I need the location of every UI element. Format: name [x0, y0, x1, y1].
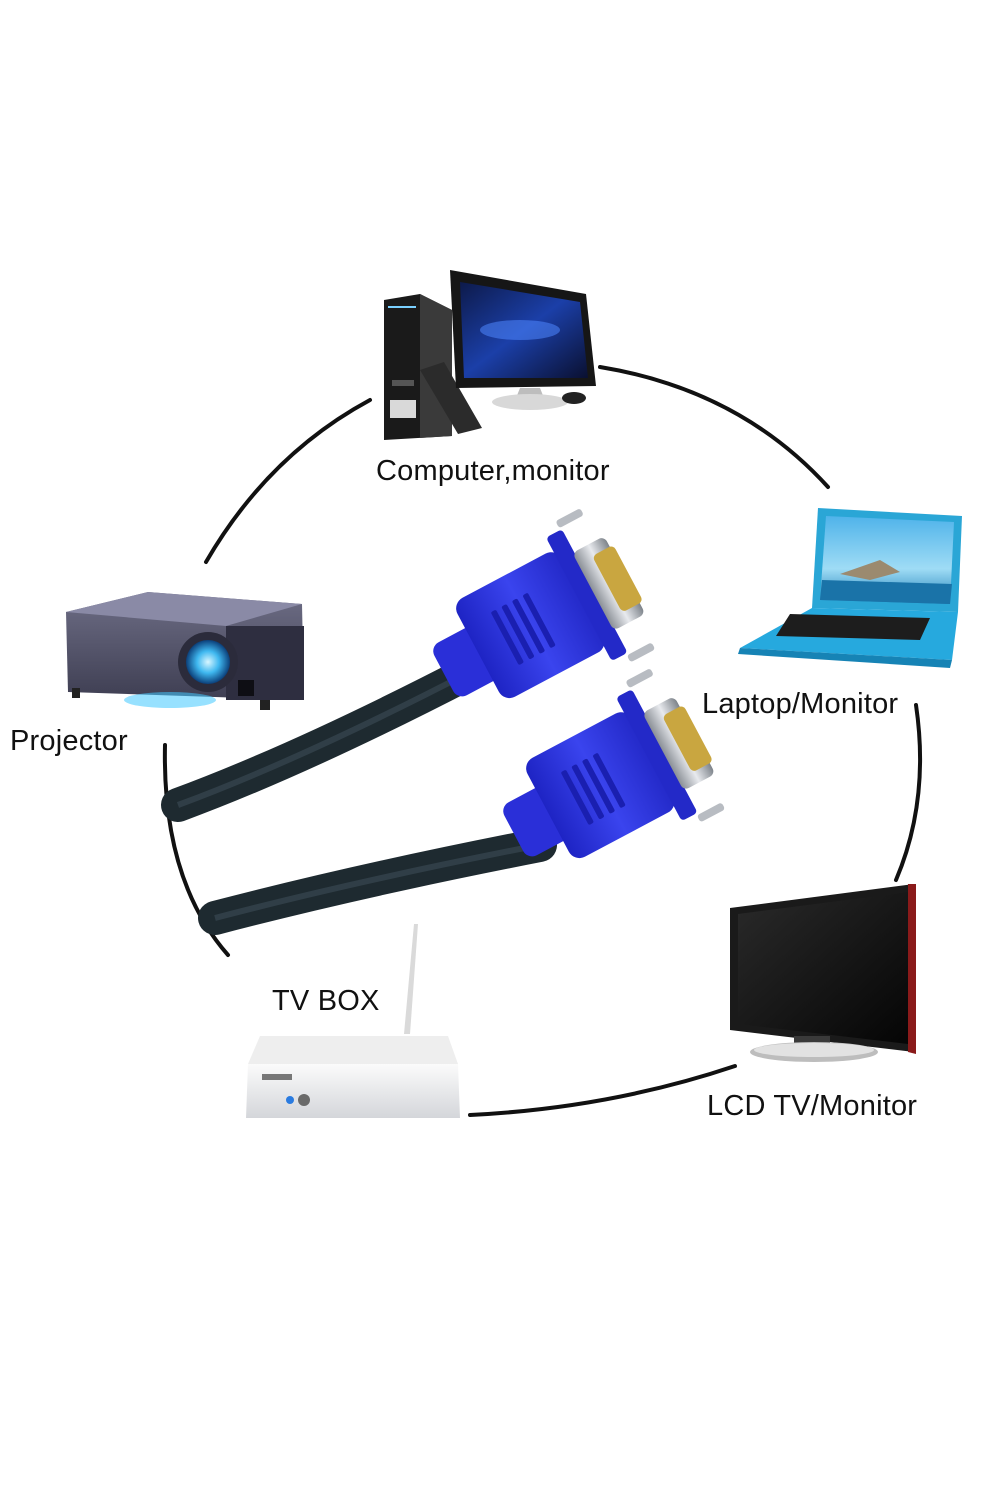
vga-connector-icon: [433, 509, 655, 699]
ring-arc-left: [162, 743, 230, 957]
label-tv-box: TV BOX: [272, 985, 380, 1017]
lcd-tv-icon: [730, 884, 916, 1062]
ring-arc-bottom-right: [468, 1064, 737, 1117]
tv-box-icon: [246, 924, 460, 1118]
vga-cable-group: [161, 655, 557, 935]
desktop-computer-icon: [384, 270, 596, 440]
label-lcd-tv-monitor: LCD TV/Monitor: [707, 1090, 918, 1122]
projector-icon: [66, 592, 304, 710]
label-laptop-monitor: Laptop/Monitor: [702, 688, 899, 720]
ring-arc-right: [894, 703, 923, 882]
ring-arc-top-right: [598, 365, 830, 489]
laptop-icon: [738, 508, 962, 668]
label-projector: Projector: [10, 725, 128, 757]
connection-ring: [162, 365, 923, 1117]
ring-arc-top-left: [204, 398, 372, 564]
label-computer-monitor: Computer,monitor: [376, 455, 610, 487]
vga-connector-icon: [503, 669, 725, 859]
